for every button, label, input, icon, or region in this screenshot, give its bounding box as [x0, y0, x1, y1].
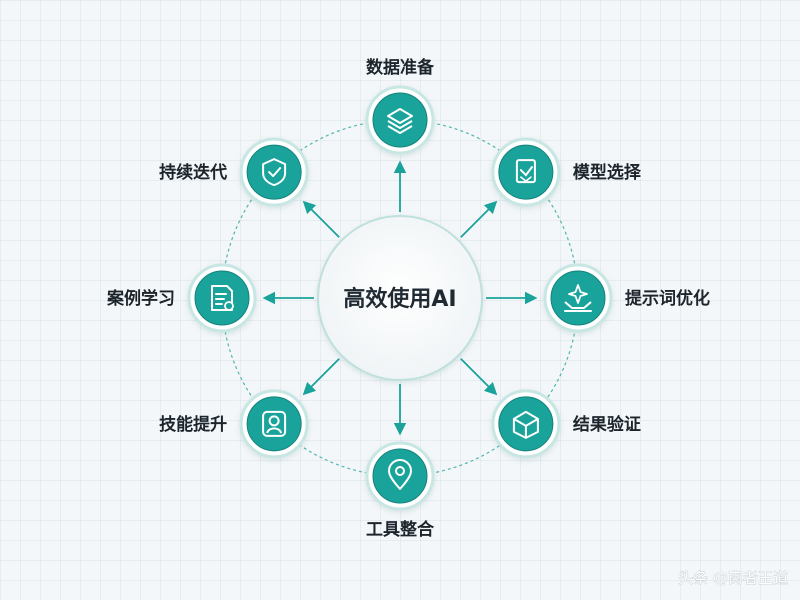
open-box-icon	[512, 410, 539, 439]
node-disc	[550, 270, 606, 326]
node-label: 提示词优化	[625, 288, 710, 309]
layers-stack-icon	[387, 108, 413, 134]
node-model-select: 模型选择	[491, 137, 642, 207]
node-label: 数据准备	[366, 57, 435, 78]
node-label: 模型选择	[573, 162, 642, 183]
node-disc	[498, 144, 554, 200]
node-label: 持续迭代	[159, 162, 227, 183]
arrow-to-iterate	[302, 200, 340, 238]
node-label: 案例学习	[106, 288, 175, 309]
shield-check-icon	[262, 158, 287, 187]
sparkle-tray-icon	[564, 284, 592, 312]
node-iterate: 持续迭代	[159, 137, 309, 207]
arrows-layer	[262, 160, 538, 436]
watermark-text: 头条 @商者王道	[678, 569, 788, 587]
arrow-to-skill-improve	[302, 358, 340, 396]
node-disc	[246, 396, 302, 452]
location-pin-icon	[388, 459, 412, 490]
node-disc	[246, 144, 302, 200]
node-result-verify: 结果验证	[491, 389, 641, 459]
node-skill-improve: 技能提升	[159, 389, 309, 459]
node-disc	[498, 396, 554, 452]
node-tool-integrate: 工具整合	[365, 441, 435, 540]
node-prompt-optimize: 提示词优化	[543, 263, 710, 333]
node-label: 工具整合	[366, 519, 435, 540]
node-disc	[372, 92, 428, 148]
profile-badge-icon	[262, 410, 287, 437]
document-list-icon	[211, 285, 234, 311]
center-hub: 高效使用AI	[317, 215, 483, 381]
document-check-icon	[515, 159, 536, 184]
node-label: 技能提升	[159, 414, 227, 435]
arrow-to-model-select	[460, 200, 498, 238]
center-label: 高效使用AI	[343, 286, 456, 312]
arrow-to-result-verify	[460, 358, 498, 396]
node-label: 结果验证	[573, 414, 641, 435]
node-data-prep: 数据准备	[365, 57, 435, 155]
node-case-study: 案例学习	[106, 263, 257, 333]
